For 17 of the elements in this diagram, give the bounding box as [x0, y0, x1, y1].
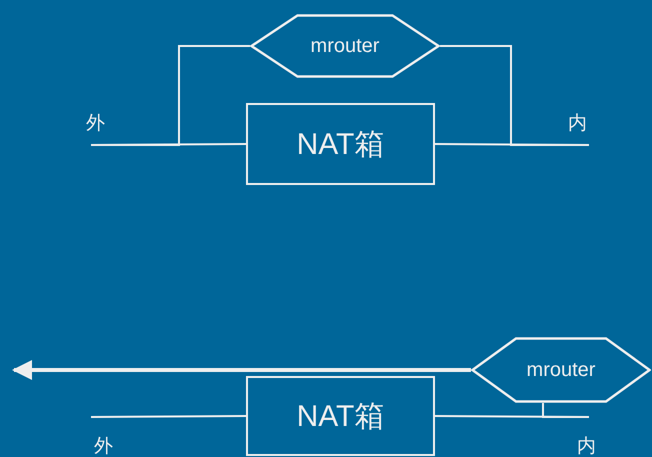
node-label: mrouter — [526, 358, 596, 382]
side-label: 外 — [94, 436, 113, 457]
process-box — [246, 376, 435, 456]
arrow — [12, 360, 471, 380]
node-label: NAT箱 — [296, 398, 384, 434]
node-label: NAT箱 — [296, 126, 384, 162]
side-label: 内 — [568, 113, 587, 135]
network-line — [91, 415, 246, 418]
router-hexagon — [471, 337, 651, 403]
side-label: 内 — [577, 436, 596, 457]
process-box — [246, 103, 435, 185]
node-label: mrouter — [310, 34, 380, 58]
network-line — [91, 45, 250, 146]
side-label: 外 — [86, 113, 105, 135]
router-hexagon — [250, 14, 440, 78]
network-line — [542, 403, 589, 418]
network-line — [440, 45, 589, 146]
